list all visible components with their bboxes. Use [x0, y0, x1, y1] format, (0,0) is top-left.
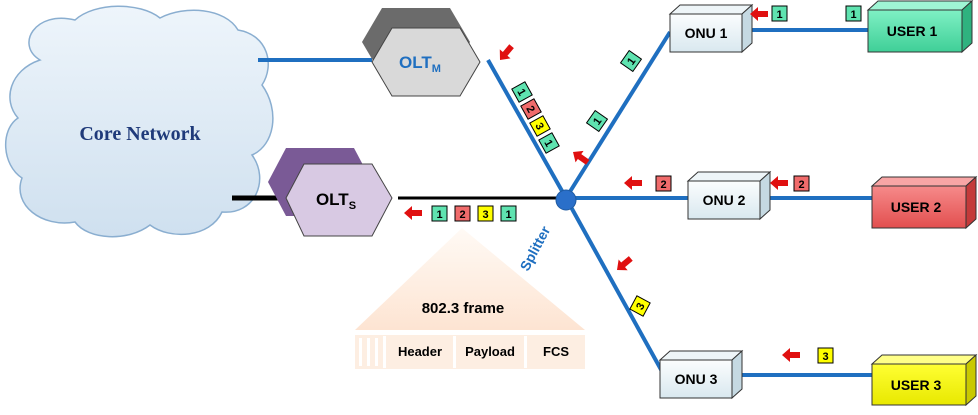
onu-1-box: [668, 3, 754, 54]
user-1-label: USER 1: [887, 23, 938, 39]
svg-text:3: 3: [482, 209, 488, 221]
svg-text:3: 3: [822, 351, 828, 363]
svg-text:1: 1: [625, 56, 638, 68]
frame-field-fcs: FCS: [543, 344, 569, 359]
frame-field-header: Header: [398, 344, 442, 359]
fiber-splitter-onu1: [564, 30, 672, 200]
packet-tag: 1: [619, 49, 643, 73]
svg-text:1: 1: [514, 87, 527, 98]
olt-m-label: OLTM: [399, 53, 441, 75]
svg-text:1: 1: [436, 209, 442, 221]
arrow-left-icon: [404, 206, 422, 220]
packet-tag: 2: [655, 175, 672, 192]
svg-text:1: 1: [541, 138, 554, 149]
olt-s-node: [268, 148, 393, 237]
arrow-left-icon: [782, 348, 800, 362]
core-network-label: Core Network: [79, 123, 201, 145]
arrow-left-icon: [624, 176, 642, 190]
onu-2-box: [686, 170, 772, 221]
user-3-box: [870, 353, 978, 407]
svg-text:2: 2: [798, 179, 804, 191]
fiber-splitter-onu3: [564, 197, 666, 376]
user-1-box: [866, 0, 974, 54]
splitter-label: Splitter: [517, 223, 554, 274]
svg-text:1: 1: [776, 9, 782, 21]
olt-s-label: OLTS: [316, 190, 356, 212]
splitter-node: [555, 189, 577, 211]
svg-text:2: 2: [523, 104, 536, 115]
svg-text:3: 3: [634, 301, 647, 312]
fiber-links: [232, 28, 875, 377]
svg-text:1: 1: [505, 209, 511, 221]
user-2-label: USER 2: [891, 199, 942, 215]
arrow-up-left-icon: [499, 44, 514, 60]
frame-title: 802.3 frame: [422, 300, 505, 317]
packet-tag: 1: [845, 5, 862, 22]
packet-tag: 2: [793, 175, 810, 192]
svg-text:2: 2: [660, 179, 666, 191]
user-2-box: [870, 175, 978, 230]
onu-2-label: ONU 2: [703, 192, 746, 208]
fiber-oltm-splitter: [486, 59, 568, 199]
svg-text:2: 2: [459, 209, 465, 221]
frame-field-payload: Payload: [465, 344, 515, 359]
packet-stack-oltm: 1 2 3 1: [511, 81, 560, 154]
arrow-up-left-icon: [617, 256, 633, 271]
svg-text:3: 3: [532, 121, 545, 132]
core-network-cloud: [4, 5, 274, 238]
svg-text:1: 1: [591, 116, 604, 128]
onu-1-label: ONU 1: [685, 25, 728, 41]
onu-3-box: [658, 349, 744, 400]
arrow-left-icon: [750, 7, 768, 21]
olt-m-node: [362, 8, 481, 97]
packet-tag: 3: [817, 347, 834, 364]
frame-pyramid: [355, 228, 585, 369]
onu-3-label: ONU 3: [675, 371, 718, 387]
arrow-left-icon: [770, 176, 788, 190]
packet-tag: 1: [771, 5, 788, 22]
svg-text:1: 1: [850, 9, 856, 21]
packet-tag: 3: [629, 295, 651, 317]
arrow-down-left-icon: [573, 150, 590, 165]
packet-stack-olts: 1 2 3 1: [431, 205, 517, 222]
packet-tag: 1: [585, 109, 609, 133]
user-3-label: USER 3: [891, 377, 942, 393]
